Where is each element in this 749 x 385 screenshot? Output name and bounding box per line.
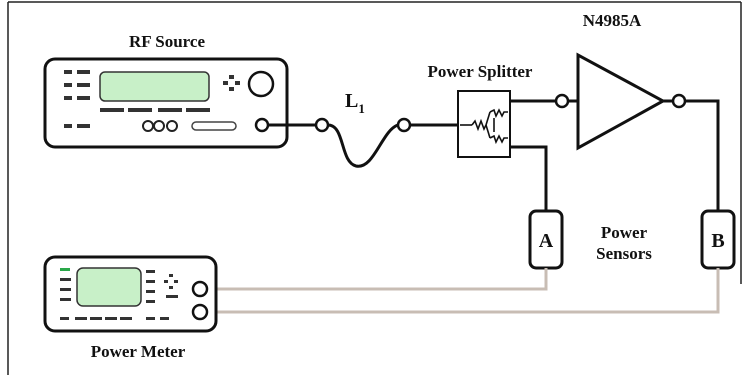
sensor-a-label: A [539,230,554,252]
power-meter-channel-a-input [191,280,209,298]
power-meter-instrument [43,255,218,333]
splitter-label: Power Splitter [428,62,533,81]
rf-source-rf-output [254,117,270,133]
dut-to-sensor-b-cable [685,99,720,212]
power-splitter [457,90,511,158]
amplifier-triangle [576,52,667,151]
dut-output-connector [671,93,687,109]
rf-source-slot [191,121,237,131]
line-l1-label: L1 [345,90,365,116]
sensors-label-line1: Power [601,223,648,242]
cable-connector [396,117,412,133]
power-meter-softkeys [146,270,155,303]
rf-source-label: RF Source [129,32,205,51]
splitter-outputs [510,99,578,212]
rf-source-softkeys [100,108,210,112]
dut-input-connector [554,93,570,109]
rf-cable-l1 [268,123,460,168]
power-sensor-a: A [528,209,564,270]
power-meter-bottom-keys [60,317,169,320]
rf-source-arrow-pad [223,75,240,91]
cable-connector [314,117,330,133]
line-l1-main: L [345,90,358,112]
sensor-b-label: B [711,230,724,252]
sensors-label-line2: Sensors [596,244,652,263]
power-meter-display [76,267,142,307]
rf-source-instrument [43,57,289,149]
rf-source-dial [247,70,275,98]
power-meter-indicator [60,268,70,271]
rf-source-display [99,71,210,102]
rf-source-knobs [142,120,178,132]
dut-label: N4985A [583,11,642,30]
diagram-frame [7,1,742,375]
rf-source-left-buttons [64,70,90,128]
line-l1-subscript: 1 [358,101,365,116]
sensor-cables [207,268,720,314]
power-meter-label: Power Meter [91,342,186,361]
power-meter-arrow-pad [164,274,178,298]
power-meter-channel-b-input [191,303,209,321]
power-sensor-b: B [700,209,736,270]
power-meter-left-buttons [60,278,71,301]
